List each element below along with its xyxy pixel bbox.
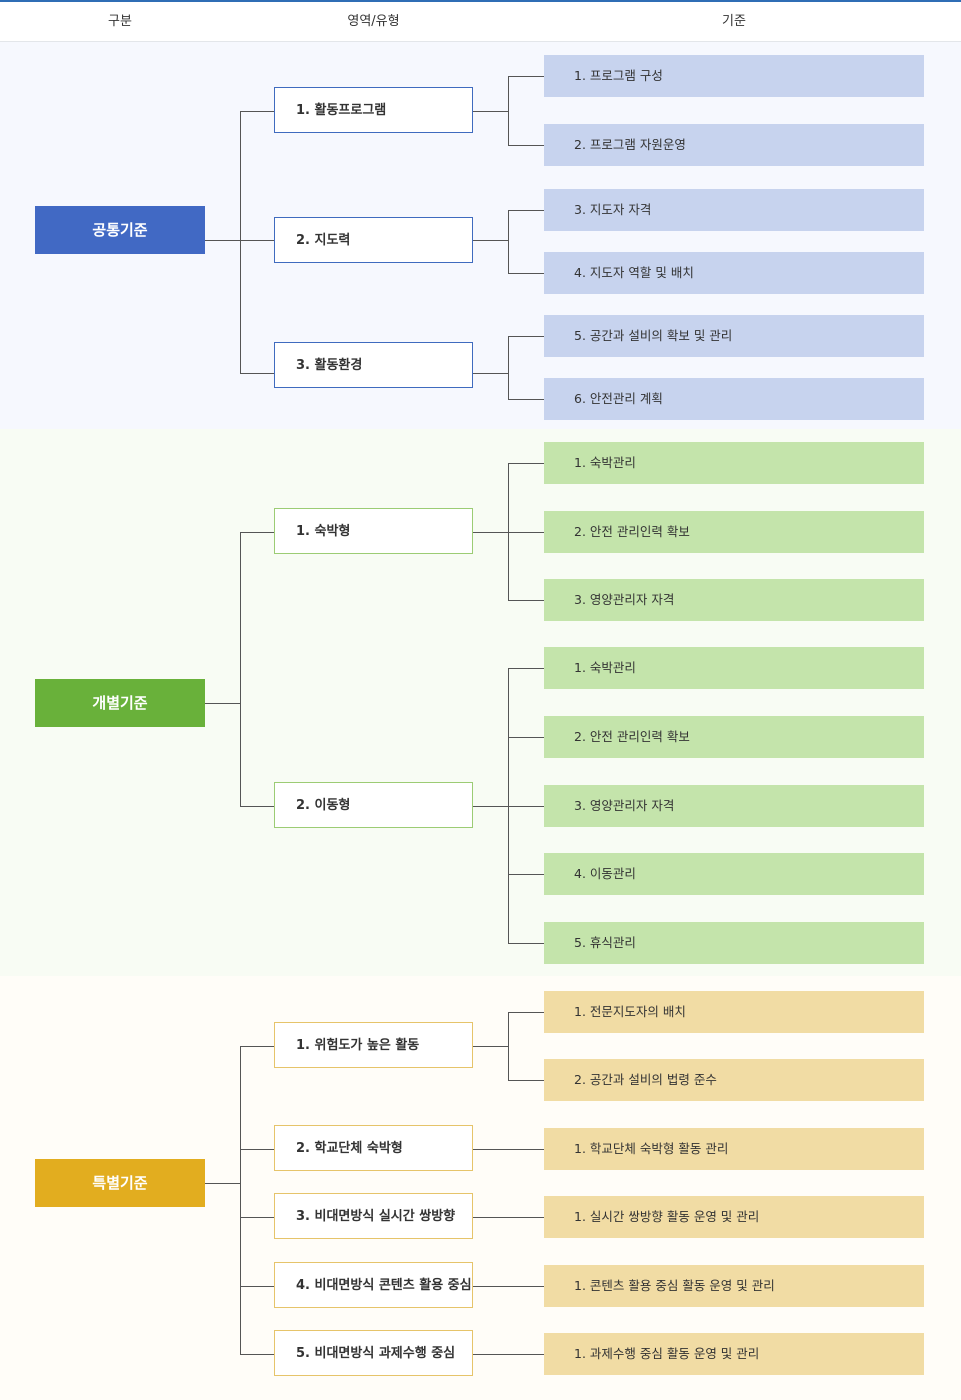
table-header: 구분 영역/유형 기준 bbox=[0, 2, 961, 42]
connector bbox=[240, 806, 274, 807]
connector bbox=[473, 532, 508, 533]
connector bbox=[508, 399, 544, 400]
criteria-box: 1. 숙박관리 bbox=[544, 442, 924, 484]
criteria-box: 5. 공간과 설비의 확보 및 관리 bbox=[544, 315, 924, 357]
connector bbox=[473, 1286, 544, 1287]
connector bbox=[240, 1046, 241, 1355]
criteria-box: 2. 안전 관리인력 확보 bbox=[544, 716, 924, 758]
connector bbox=[508, 1012, 509, 1081]
connector bbox=[240, 373, 274, 374]
connector bbox=[240, 1286, 274, 1287]
criteria-box: 1. 프로그램 구성 bbox=[544, 55, 924, 97]
connector bbox=[508, 76, 509, 145]
connector bbox=[508, 1012, 544, 1013]
area-box: 1. 숙박형 bbox=[274, 508, 473, 554]
criteria-box: 1. 숙박관리 bbox=[544, 647, 924, 689]
connector bbox=[473, 373, 508, 374]
criteria-box: 1. 학교단체 숙박형 활동 관리 bbox=[544, 1128, 924, 1170]
connector bbox=[473, 1046, 508, 1047]
connector bbox=[240, 240, 274, 241]
area-box: 3. 활동환경 bbox=[274, 342, 473, 388]
connector bbox=[473, 1217, 544, 1218]
top-accent-line bbox=[0, 0, 961, 2]
connector bbox=[508, 532, 544, 533]
connector bbox=[508, 273, 544, 274]
criteria-box: 4. 지도자 역할 및 배치 bbox=[544, 252, 924, 294]
connector bbox=[508, 668, 544, 669]
connector bbox=[508, 336, 544, 337]
connector bbox=[240, 1046, 274, 1047]
connector bbox=[508, 874, 544, 875]
area-box: 2. 지도력 bbox=[274, 217, 473, 263]
connector bbox=[508, 737, 544, 738]
connector bbox=[473, 111, 508, 112]
header-category: 구분 bbox=[108, 14, 132, 29]
connector bbox=[508, 1080, 544, 1081]
criteria-box: 1. 전문지도자의 배치 bbox=[544, 991, 924, 1033]
connector bbox=[508, 463, 544, 464]
area-box: 4. 비대면방식 콘텐츠 활용 중심 bbox=[274, 1262, 473, 1308]
criteria-box: 3. 영양관리자 자격 bbox=[544, 579, 924, 621]
connector bbox=[508, 145, 544, 146]
area-box: 2. 학교단체 숙박형 bbox=[274, 1125, 473, 1171]
connector bbox=[205, 240, 240, 241]
connector bbox=[508, 806, 544, 807]
header-criteria: 기준 bbox=[722, 14, 746, 29]
header-area: 영역/유형 bbox=[347, 14, 400, 29]
category-special: 특별기준 bbox=[35, 1159, 205, 1207]
criteria-box: 1. 과제수행 중심 활동 운영 및 관리 bbox=[544, 1333, 924, 1375]
area-box: 1. 활동프로그램 bbox=[274, 87, 473, 133]
connector bbox=[205, 703, 240, 704]
criteria-box: 5. 휴식관리 bbox=[544, 922, 924, 964]
criteria-box: 1. 실시간 쌍방향 활동 운영 및 관리 bbox=[544, 1196, 924, 1238]
connector bbox=[508, 336, 509, 399]
area-box: 2. 이동형 bbox=[274, 782, 473, 828]
criteria-box: 4. 이동관리 bbox=[544, 853, 924, 895]
connector bbox=[240, 532, 241, 807]
connector bbox=[240, 1149, 274, 1150]
criteria-box: 1. 콘텐츠 활용 중심 활동 운영 및 관리 bbox=[544, 1265, 924, 1307]
connector bbox=[240, 1217, 274, 1218]
connector bbox=[508, 210, 544, 211]
connector bbox=[508, 600, 544, 601]
connector bbox=[205, 1183, 240, 1184]
connector bbox=[473, 806, 508, 807]
criteria-box: 2. 공간과 설비의 법령 준수 bbox=[544, 1059, 924, 1101]
category-common: 공통기준 bbox=[35, 206, 205, 254]
criteria-box: 3. 지도자 자격 bbox=[544, 189, 924, 231]
connector bbox=[508, 943, 544, 944]
criteria-box: 6. 안전관리 계획 bbox=[544, 378, 924, 420]
area-box: 1. 위험도가 높은 활동 bbox=[274, 1022, 473, 1068]
connector bbox=[240, 532, 274, 533]
category-individual: 개별기준 bbox=[35, 679, 205, 727]
connector bbox=[240, 111, 241, 374]
connector bbox=[240, 111, 274, 112]
criteria-box: 2. 안전 관리인력 확보 bbox=[544, 511, 924, 553]
area-box: 3. 비대면방식 실시간 쌍방향 bbox=[274, 1193, 473, 1239]
connector bbox=[473, 1354, 544, 1355]
connector bbox=[240, 1354, 274, 1355]
criteria-box: 3. 영양관리자 자격 bbox=[544, 785, 924, 827]
connector bbox=[508, 76, 544, 77]
connector bbox=[473, 240, 508, 241]
criteria-box: 2. 프로그램 자원운영 bbox=[544, 124, 924, 166]
area-box: 5. 비대면방식 과제수행 중심 bbox=[274, 1330, 473, 1376]
connector bbox=[473, 1149, 544, 1150]
connector bbox=[508, 210, 509, 273]
